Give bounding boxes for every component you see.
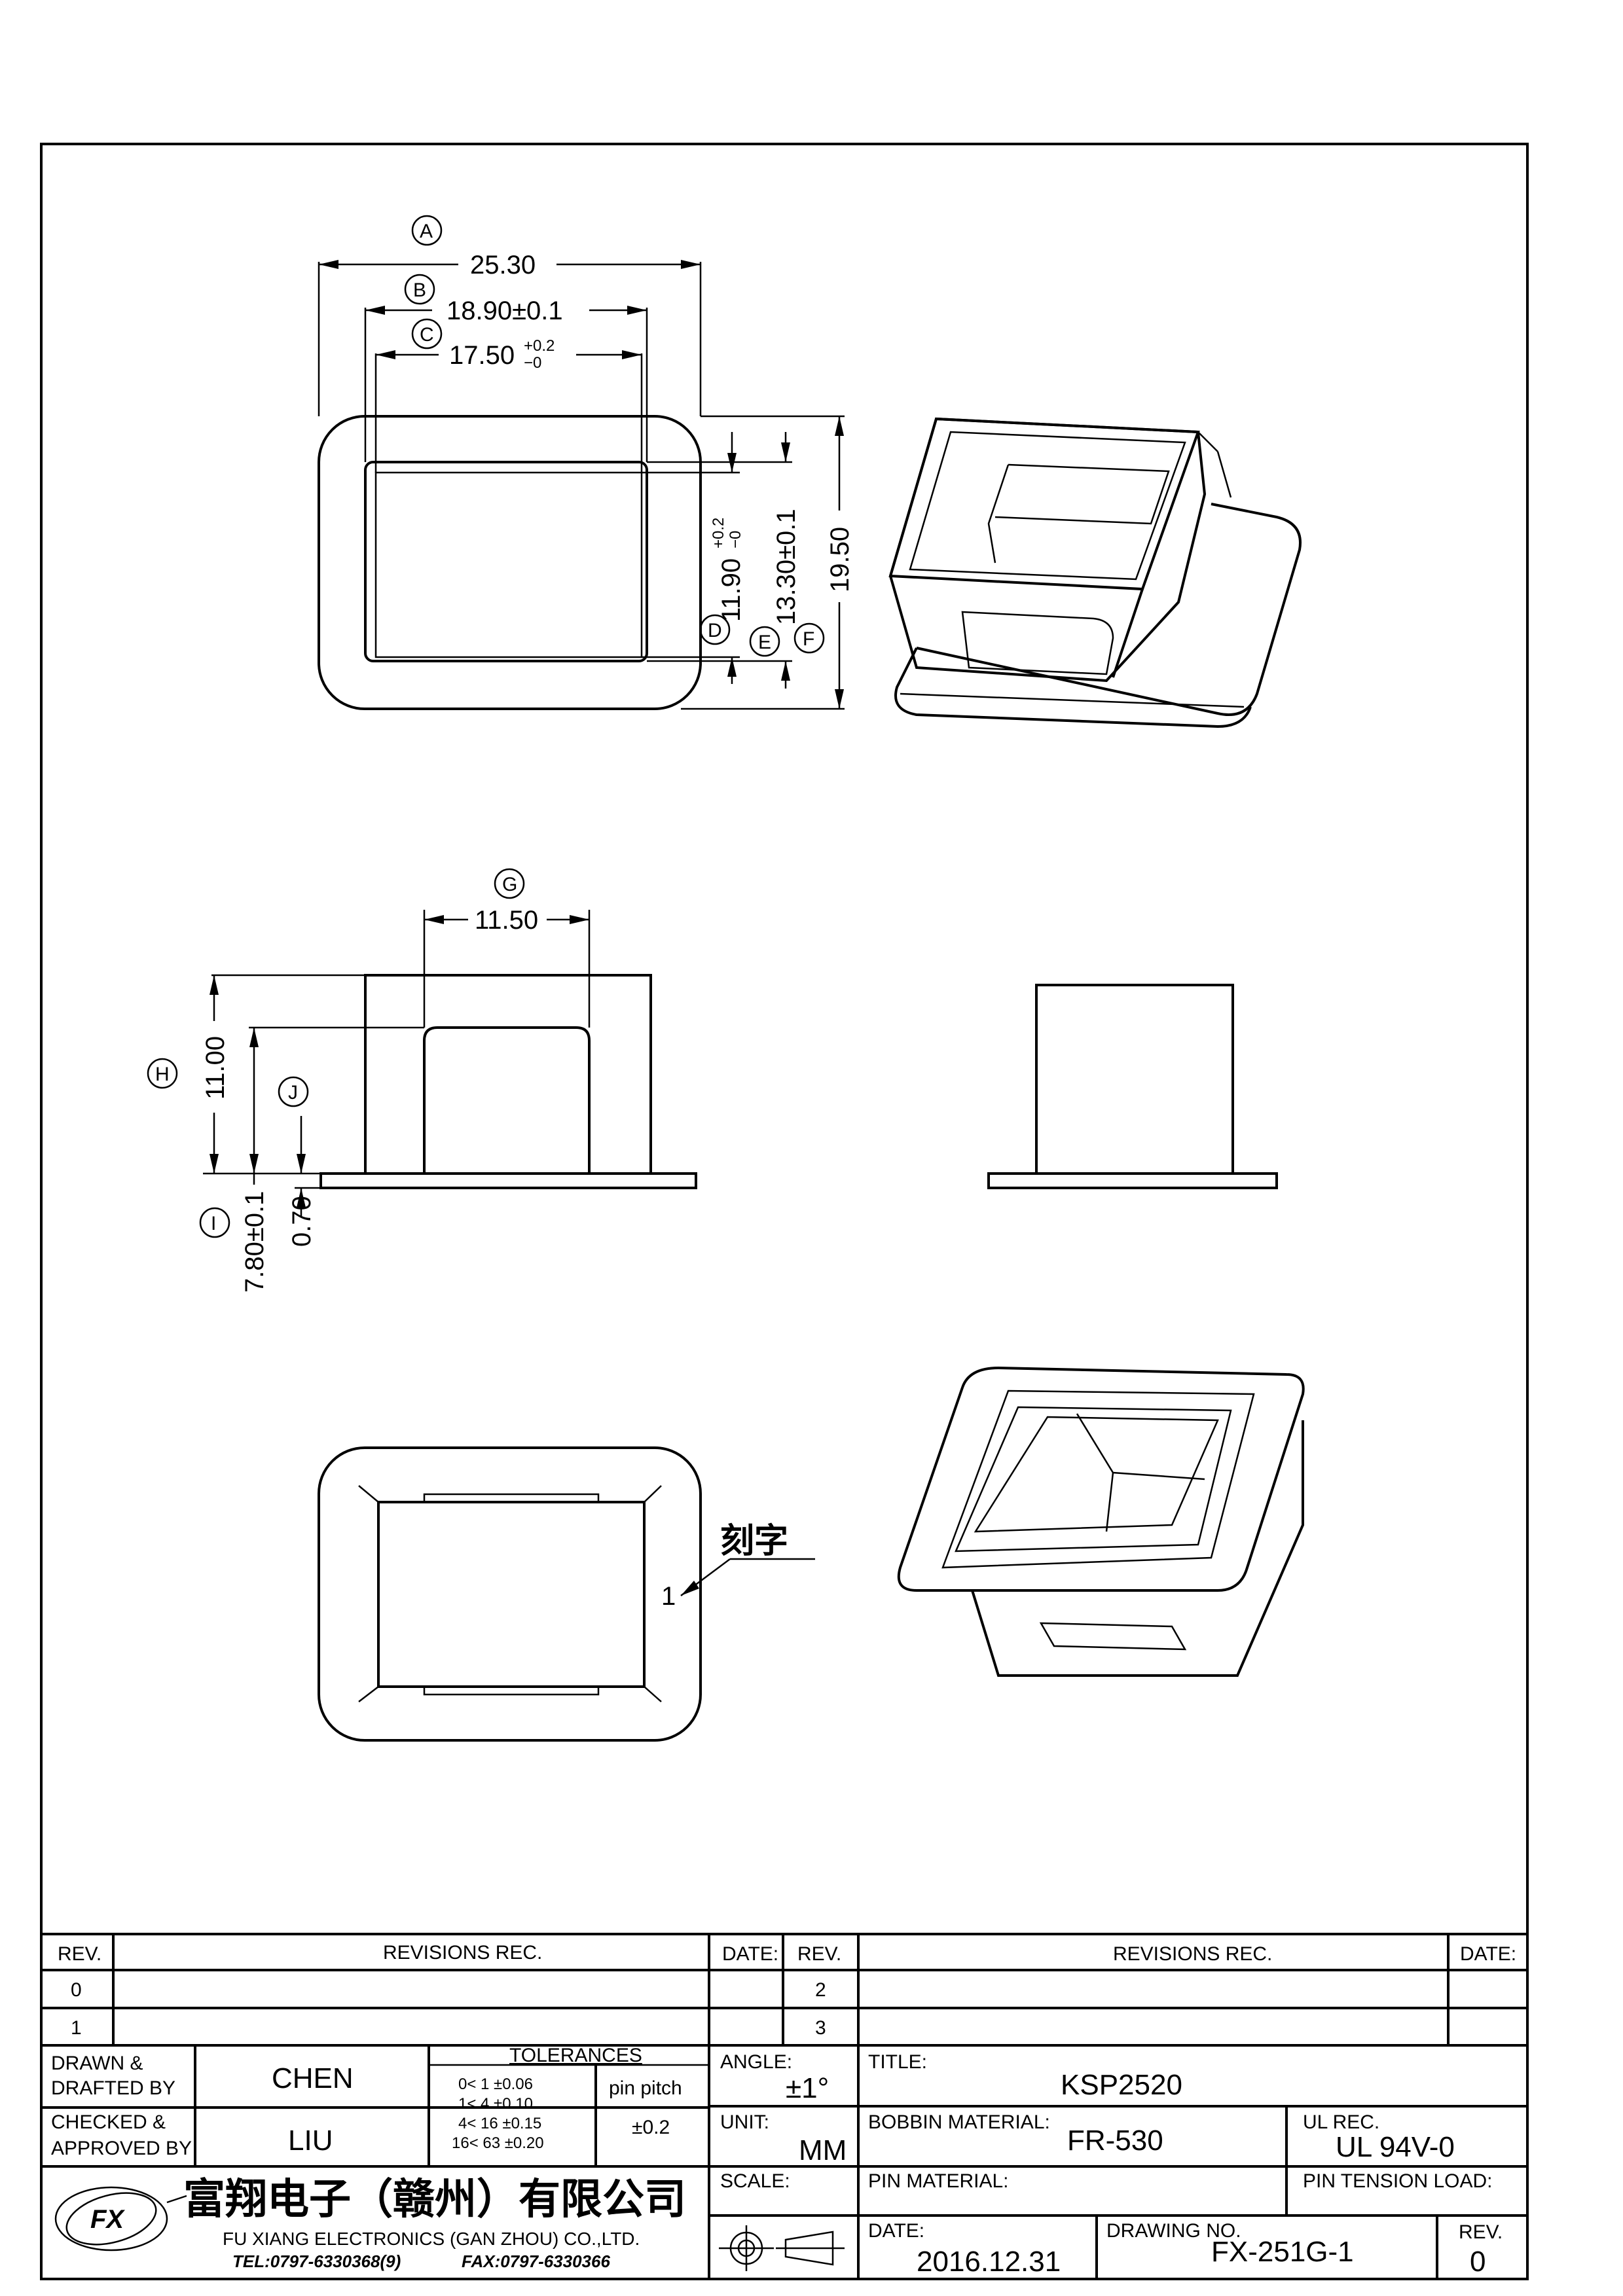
tolerances-label: TOLERANCES	[509, 2045, 642, 2066]
marker-a: A	[420, 221, 433, 242]
company-logo: FX	[54, 2186, 168, 2251]
title-label: TITLE:	[868, 2051, 927, 2073]
projection-symbol-icon	[719, 2225, 845, 2271]
dimension-f: 19.50 F	[793, 416, 854, 709]
dimension-a: 25.30 A	[319, 215, 701, 279]
title-block: DRAWN & DRAFTED BY CHEN CHECKED & APPROV…	[41, 2045, 1527, 2279]
checked-label-line2: APPROVED BY	[51, 2138, 192, 2159]
drawn-label-line1: DRAWN &	[51, 2053, 143, 2074]
revisions-header-left: REVISIONS REC.	[383, 1942, 542, 1964]
dim-e-value: 13.30±0.1	[772, 509, 801, 625]
dim-d-value: 11.90	[717, 558, 746, 622]
tolerance-row-4: 16< 63 ±0.20	[452, 2134, 544, 2152]
dim-c-tol-minus: −0	[524, 354, 541, 372]
company-name-en: FU XIANG ELECTRONICS (GAN ZHOU) CO.,LTD.	[223, 2229, 640, 2249]
rev-header-right: REV.	[797, 1943, 841, 1965]
company-fax: FAX:0797-6330366	[462, 2251, 610, 2271]
marker-j: J	[288, 1082, 298, 1103]
dim-b-value: 18.90±0.1	[447, 296, 563, 325]
marker-i: I	[211, 1213, 216, 1234]
marker-b: B	[413, 279, 426, 301]
date-label: DATE:	[868, 2220, 924, 2242]
checked-label-line1: CHECKED &	[51, 2111, 166, 2133]
isometric-view-bottom	[897, 1366, 1305, 1677]
marker-g: G	[502, 874, 517, 895]
dimension-j: 0.70 J	[278, 1076, 316, 1247]
marker-f: F	[803, 628, 814, 650]
engraving-label: 刻字	[720, 1522, 788, 1560]
tolerance-row-2: 1< 4 ±0.10	[458, 2095, 533, 2113]
dimension-g: 11.50 G	[424, 868, 589, 935]
logo-text: FX	[90, 2205, 125, 2234]
top-view	[318, 262, 845, 710]
bobbin-material-value: FR-530	[1067, 2125, 1163, 2157]
tolerance-row-3: 4< 16 ±0.15	[458, 2115, 541, 2132]
pin-pitch-label: pin pitch	[609, 2077, 682, 2099]
marker-c: C	[420, 324, 434, 346]
pin-tension-label: PIN TENSION LOAD:	[1303, 2170, 1493, 2192]
drawn-label-line2: DRAFTED BY	[51, 2077, 175, 2099]
date-value: 2016.12.31	[917, 2246, 1061, 2278]
rev-row-3: 3	[815, 2017, 826, 2039]
dimension-d: 11.90 +0.2 −0 D	[699, 432, 746, 684]
unit-label: UNIT:	[720, 2111, 769, 2133]
bobbin-material-label: BOBBIN MATERIAL:	[868, 2111, 1050, 2133]
rev-header-left: REV.	[58, 1943, 101, 1965]
dimension-b: 18.90±0.1 B	[365, 274, 647, 325]
drawn-by-value: CHEN	[272, 2062, 354, 2094]
pin-material-label: PIN MATERIAL:	[868, 2170, 1008, 2192]
isometric-view-top	[888, 417, 1302, 728]
pin-pitch-value: ±0.2	[632, 2117, 670, 2138]
drawing-border	[40, 143, 1529, 2280]
dimension-h: 11.00 H	[147, 975, 230, 1174]
side-view	[987, 984, 1278, 1189]
dimension-c: 17.50 +0.2 −0 C	[376, 318, 642, 372]
checked-by-value: LIU	[288, 2125, 333, 2157]
dim-d-tol-minus: −0	[727, 531, 744, 548]
dim-j-value: 0.70	[287, 1196, 316, 1247]
ul-rec-label: UL REC.	[1303, 2111, 1379, 2133]
dim-c-tol-plus: +0.2	[524, 337, 555, 355]
revisions-header-right: REVISIONS REC.	[1113, 1943, 1272, 1965]
marker-h: H	[155, 1064, 170, 1085]
tolerance-row-1: 0< 1 ±0.06	[458, 2075, 533, 2093]
dim-a-value: 25.30	[470, 251, 536, 279]
unit-value: MM	[799, 2134, 847, 2166]
pin-number-label: 1	[661, 1582, 676, 1611]
dim-d-tol-plus: +0.2	[710, 518, 727, 548]
dim-i-value: 7.80±0.1	[240, 1191, 269, 1293]
revisions-table: REV. REVISIONS REC. DATE: REV. REVISIONS…	[41, 1933, 1527, 2047]
front-view	[203, 910, 697, 1189]
angle-value: ±1°	[786, 2072, 829, 2104]
company-name-cn: 富翔电子（赣州）有限公司	[183, 2176, 686, 2223]
dim-f-value: 19.50	[826, 527, 854, 592]
title-value: KSP2520	[1061, 2069, 1182, 2101]
rev-row-1: 1	[71, 2017, 82, 2039]
angle-label: ANGLE:	[720, 2051, 792, 2073]
dim-h-value: 11.00	[201, 1036, 230, 1100]
ul-rec-value: UL 94V-0	[1336, 2131, 1455, 2163]
scale-label: SCALE:	[720, 2170, 790, 2192]
rev-label: REV.	[1459, 2221, 1503, 2243]
date-header-right: DATE:	[1460, 1943, 1516, 1965]
company-tel: TEL:0797-6330368(9)	[232, 2251, 401, 2271]
drawing-no-value: FX-251G-1	[1211, 2236, 1354, 2268]
dim-c-value: 17.50	[449, 341, 515, 370]
drawing-no-label: DRAWING NO.	[1106, 2220, 1241, 2242]
rev-row-0: 0	[71, 1979, 82, 2001]
marker-e: E	[758, 632, 771, 653]
dimension-i: 7.80±0.1 I	[199, 1028, 269, 1293]
bottom-view: 1 刻字	[318, 1446, 815, 1742]
dim-g-value: 11.50	[475, 906, 538, 935]
rev-value: 0	[1470, 2246, 1486, 2278]
date-header-left: DATE:	[722, 1943, 778, 1965]
marker-d: D	[708, 620, 722, 641]
dimension-e: 13.30±0.1 E	[749, 432, 801, 689]
rev-row-2: 2	[815, 1979, 826, 2001]
